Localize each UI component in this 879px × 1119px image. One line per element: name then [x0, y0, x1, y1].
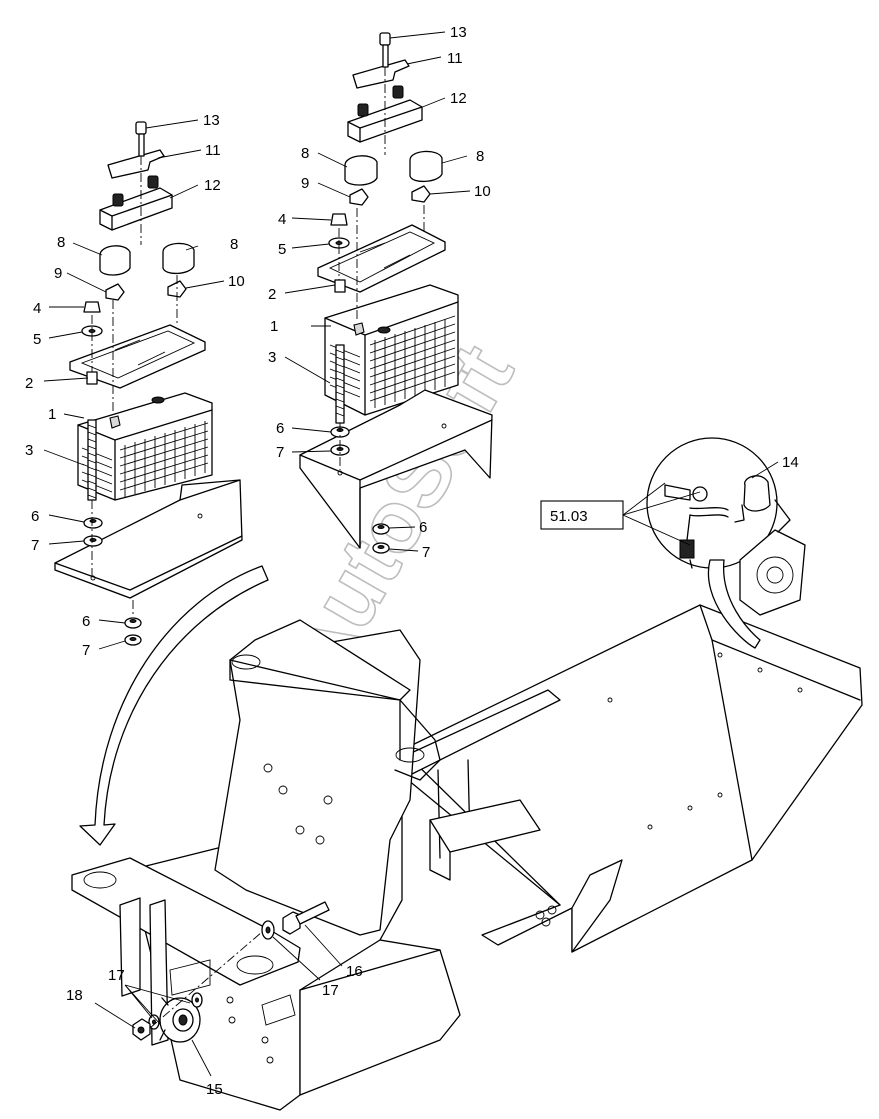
callout-1-left: 1	[48, 406, 56, 423]
callout-3-center: 3	[268, 349, 276, 366]
callout-8-left-b: 8	[230, 236, 238, 253]
callout-13-center: 13	[450, 24, 467, 41]
callout-2-center: 2	[268, 286, 276, 303]
callout-16: 16	[346, 963, 363, 980]
callout-3-left: 3	[25, 442, 33, 459]
reference-box-label: 51.03	[550, 508, 588, 525]
callout-6-left-lower: 6	[82, 613, 90, 630]
callout-7-left-lower: 7	[82, 642, 90, 659]
callout-11-center: 11	[447, 50, 463, 67]
callout-7-left: 7	[31, 537, 39, 554]
callout-10-left: 10	[228, 273, 245, 290]
callout-6-left: 6	[31, 508, 39, 525]
callout-4-center: 4	[278, 211, 286, 228]
callout-6-center: 6	[276, 420, 284, 437]
battery-assembly-left	[54, 121, 243, 646]
callout-5-left: 5	[33, 331, 41, 348]
callout-7-center: 7	[276, 444, 284, 461]
callout-9-center: 9	[301, 175, 309, 192]
callout-8-left-a: 8	[57, 234, 65, 251]
callout-17-right: 17	[322, 982, 339, 999]
callout-1-center: 1	[270, 318, 278, 335]
callout-10-center: 10	[474, 183, 491, 200]
callout-15: 15	[206, 1081, 223, 1098]
detail-inset	[646, 437, 806, 649]
callout-12-center: 12	[450, 90, 467, 107]
leader-lines	[43, 31, 779, 1077]
vehicle-frame	[71, 604, 863, 1111]
callout-12-left: 12	[204, 177, 221, 194]
lower-fasteners	[132, 901, 330, 1043]
battery-assembly-center	[299, 32, 493, 554]
callout-6-center-lower: 6	[419, 519, 427, 536]
flow-arrow	[79, 565, 269, 846]
callout-13-left: 13	[203, 112, 220, 129]
callout-8-center-b: 8	[476, 148, 484, 165]
callout-4-left: 4	[33, 300, 41, 317]
callout-11-left: 11	[205, 142, 221, 159]
callout-5-center: 5	[278, 241, 286, 258]
callout-8-center-a: 8	[301, 145, 309, 162]
reference-box: 51.03	[540, 482, 701, 546]
callout-17-left: 17	[108, 967, 125, 984]
callout-2-left: 2	[25, 375, 33, 392]
callout-7-center-lower: 7	[422, 544, 430, 561]
callout-labels: 1 2 3 4 5 6 7 6 7 8 8 9 10 11 12 13 1 2 …	[25, 24, 799, 1098]
callout-14: 14	[782, 454, 799, 471]
callout-18: 18	[66, 987, 83, 1004]
callout-9-left: 9	[54, 265, 62, 282]
